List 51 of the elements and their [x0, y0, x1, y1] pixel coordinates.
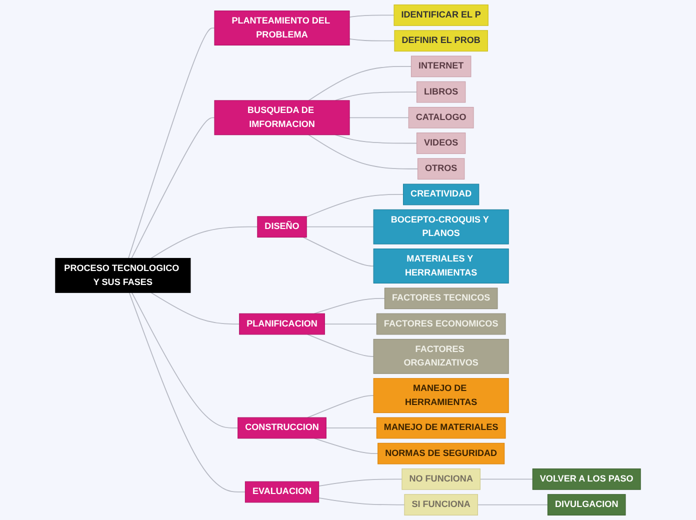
connector [318, 497, 405, 506]
node-box: CONSTRUCCION [238, 417, 326, 439]
node-box: LIBROS [416, 81, 466, 103]
connector [480, 478, 534, 480]
connector [150, 226, 258, 259]
node-box: PLANIFICACION [239, 313, 325, 335]
node-box: FACTORES ORGANIZATIVOS [373, 338, 509, 374]
node-box: MATERIALES Y HERRAMIENTAS [373, 248, 509, 284]
node-box: OTROS [417, 158, 465, 180]
node-box: DISEÑO [257, 216, 307, 238]
node-box: NORMAS DE SEGURIDAD [378, 442, 505, 464]
connector [318, 478, 402, 487]
connector [306, 194, 404, 218]
node-box: MANEJO DE HERRAMIENTAS [373, 378, 509, 414]
connector [334, 92, 418, 101]
connector [349, 14, 394, 18]
node-box: IDENTIFICAR EL P [394, 4, 488, 26]
node-box: PROCESO TECNOLOGICO Y SUS FASES [55, 258, 191, 293]
connector [307, 334, 374, 357]
connector [131, 292, 238, 428]
connector [314, 438, 378, 454]
connector [302, 236, 374, 266]
node-box: DEFINIR EL PROB [394, 30, 488, 52]
connector [150, 292, 240, 324]
connector [349, 38, 395, 42]
connector [128, 28, 215, 259]
node-box: CREATIVIDAD [403, 184, 480, 206]
connector [308, 134, 418, 170]
connector [349, 117, 410, 118]
node-box: FACTORES ECONOMICOS [376, 313, 506, 335]
connector [128, 292, 246, 492]
node-box: BOCEPTO-CROQUIS Y PLANOS [373, 209, 509, 244]
connector [306, 226, 374, 228]
node-box: FACTORES TECNICOS [384, 288, 498, 310]
connector [308, 66, 412, 101]
connector [307, 395, 374, 418]
node-box: PLANTEAMIENTO DEL PROBLEMA [214, 10, 350, 46]
node-box: CATALOGO [408, 106, 474, 128]
connector [131, 117, 215, 259]
node-box: VOLVER A LOS PASO [532, 468, 641, 490]
node-box: EVALUACION [244, 481, 320, 503]
node-box: MANEJO DE MATERIALES [376, 417, 506, 439]
node-box: VIDEOS [416, 132, 466, 154]
node-box: BUSQUEDA DE IMFORMACION [214, 100, 350, 136]
node-box: SI FUNCIONA [404, 494, 478, 516]
connector [314, 298, 386, 314]
node-box: NO FUNCIONA [402, 468, 480, 490]
connector [477, 504, 548, 506]
node-box: DIVULGACION [547, 494, 626, 516]
connector [334, 134, 418, 144]
node-box: INTERNET [410, 56, 472, 78]
